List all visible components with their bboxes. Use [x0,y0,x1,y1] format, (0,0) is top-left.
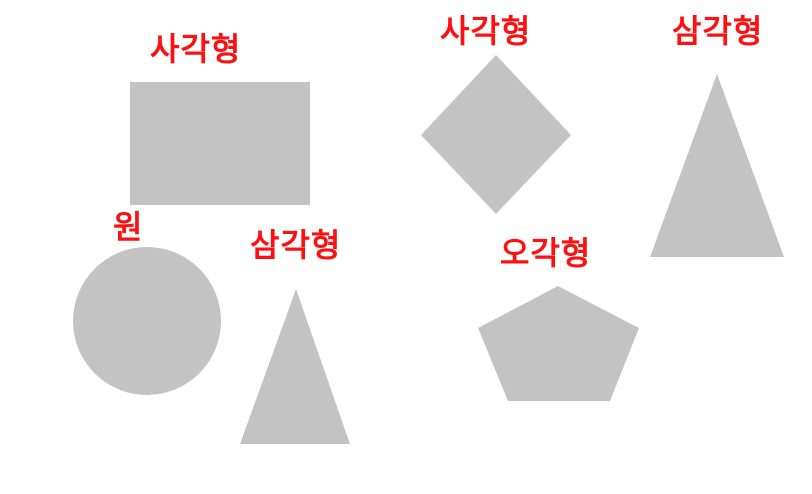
rectangle-label: 사각형 [150,30,242,68]
pentagon-label: 오각형 [500,234,592,272]
circle-shape [73,247,221,395]
triangle-right-shape [650,74,784,257]
triangle-left-label: 삼각형 [250,226,342,264]
triangle-left-shape [240,289,350,444]
diamond-shape [421,55,571,214]
circle-label: 원 [113,208,144,246]
triangle-right-label: 삼각형 [672,12,764,50]
pentagon-shape [478,286,639,401]
diamond-label: 사각형 [440,12,532,50]
rectangle-shape [130,82,310,205]
